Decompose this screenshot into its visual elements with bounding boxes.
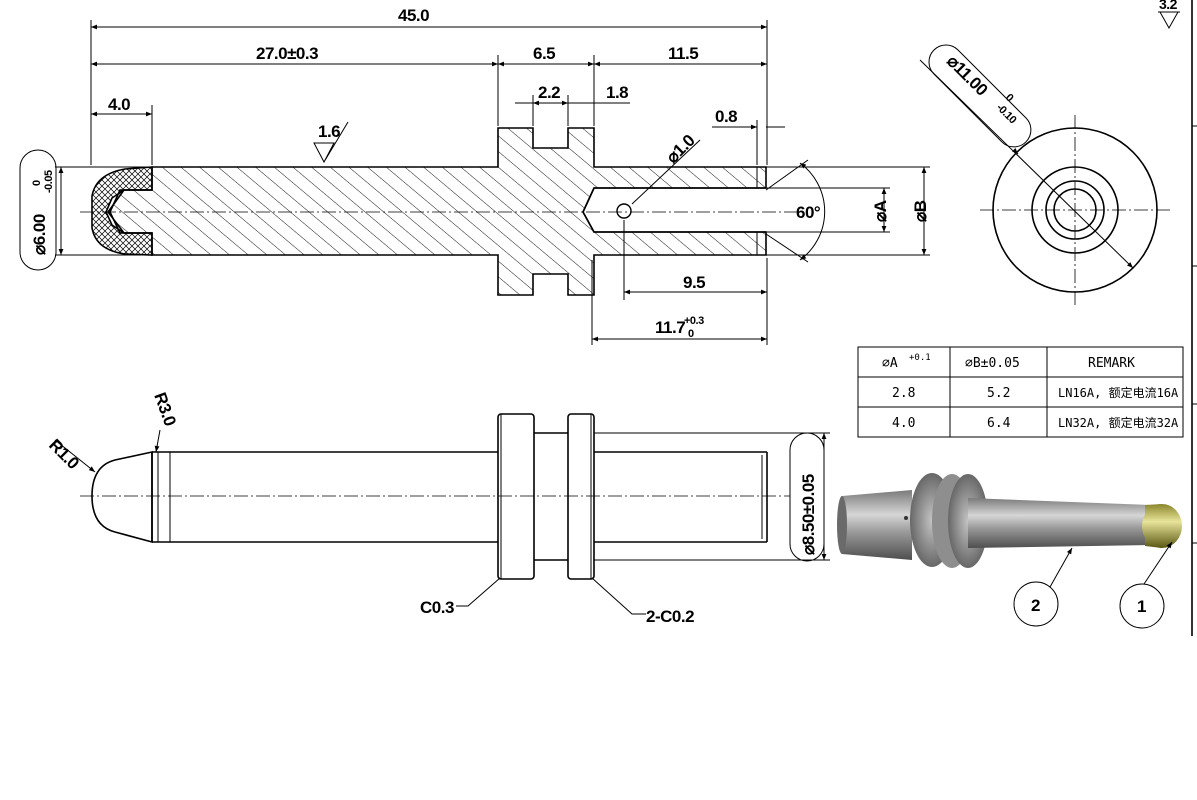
section-view <box>80 127 800 296</box>
pin-render: 2 1 <box>837 473 1182 629</box>
dim-collar-dia: ⌀8.50±0.05 <box>799 474 818 555</box>
dim-shaft-dia-tol-upper: 0 <box>31 180 43 186</box>
dim-chamfer-2: 2-C0.2 <box>646 607 694 626</box>
dim-cross-hole: ⌀1.0 <box>663 131 699 167</box>
dim-hole-position: 9.5 <box>683 273 705 292</box>
dim-tip-radius: R1.0 <box>45 435 82 472</box>
table-cell: LN32A, 额定电流32A <box>1058 415 1179 430</box>
table-cell: LN16A, 额定电流16A <box>1058 385 1179 400</box>
dim-bore-a: ⌀A <box>871 200 890 222</box>
table-cell: 6.4 <box>987 416 1011 431</box>
dim-outer-b: ⌀B <box>911 200 930 222</box>
dim-overall-length: 45.0 <box>398 6 429 25</box>
dim-groove-width: 2.2 <box>538 83 560 102</box>
dim-shaft-dia-tol-lower: -0.05 <box>43 170 55 193</box>
dim-flange-dia-tol-lower: -0.10 <box>994 102 1019 127</box>
dim-shaft-dia: ⌀6.00 <box>30 214 49 255</box>
table-cell: 4.0 <box>892 416 915 431</box>
roughness-general: 3.2 <box>1159 0 1178 12</box>
side-view: ⌀8.50±0.05 R1.0 R3.0 C0.3 2-C0.2 <box>45 390 830 626</box>
table-cell: 2.8 <box>892 386 915 401</box>
dim-bore-depth: 11.7 <box>655 318 685 337</box>
frame: 3.2 <box>1158 0 1197 636</box>
section-dimensions <box>19 20 930 345</box>
dim-rear-length: 11.5 <box>668 44 698 63</box>
table-header-remark: REMARK <box>1088 356 1135 371</box>
dim-bore-depth-tol-lower: 0 <box>688 328 694 340</box>
roughness-main: 1.6 <box>318 122 340 141</box>
dim-shoulder-radius: R3.0 <box>150 390 179 428</box>
table-cell: 5.2 <box>987 386 1010 401</box>
table-header-b: ⌀B±0.05 <box>965 356 1020 371</box>
end-view: ⌀11.00 0 -0.10 <box>919 44 1170 305</box>
dim-chamfer-1: C0.3 <box>420 598 454 617</box>
balloon-1: 1 <box>1137 597 1146 616</box>
dim-bore-chamfer: 0.8 <box>715 107 737 126</box>
dim-tip-length: 4.0 <box>108 95 130 114</box>
dim-shaft-length: 27.0±0.3 <box>256 44 318 63</box>
dim-cone-angle: 60° <box>796 203 821 222</box>
table-header-a: ⌀A <box>882 356 898 371</box>
balloon-2: 2 <box>1031 596 1040 615</box>
dim-flange2-width: 1.8 <box>606 83 628 102</box>
dim-collar-length: 6.5 <box>533 44 555 63</box>
spec-table: ⌀A +0.1 ⌀B±0.05 REMARK 2.8 5.2 LN16A, 额定… <box>857 346 1184 438</box>
table-header-a-tol: +0.1 <box>909 353 931 363</box>
cross-hole <box>616 203 632 219</box>
dim-flange-dia-tol-upper: 0 <box>1003 92 1016 105</box>
dim-bore-depth-tol-upper: +0.3 <box>684 315 704 327</box>
